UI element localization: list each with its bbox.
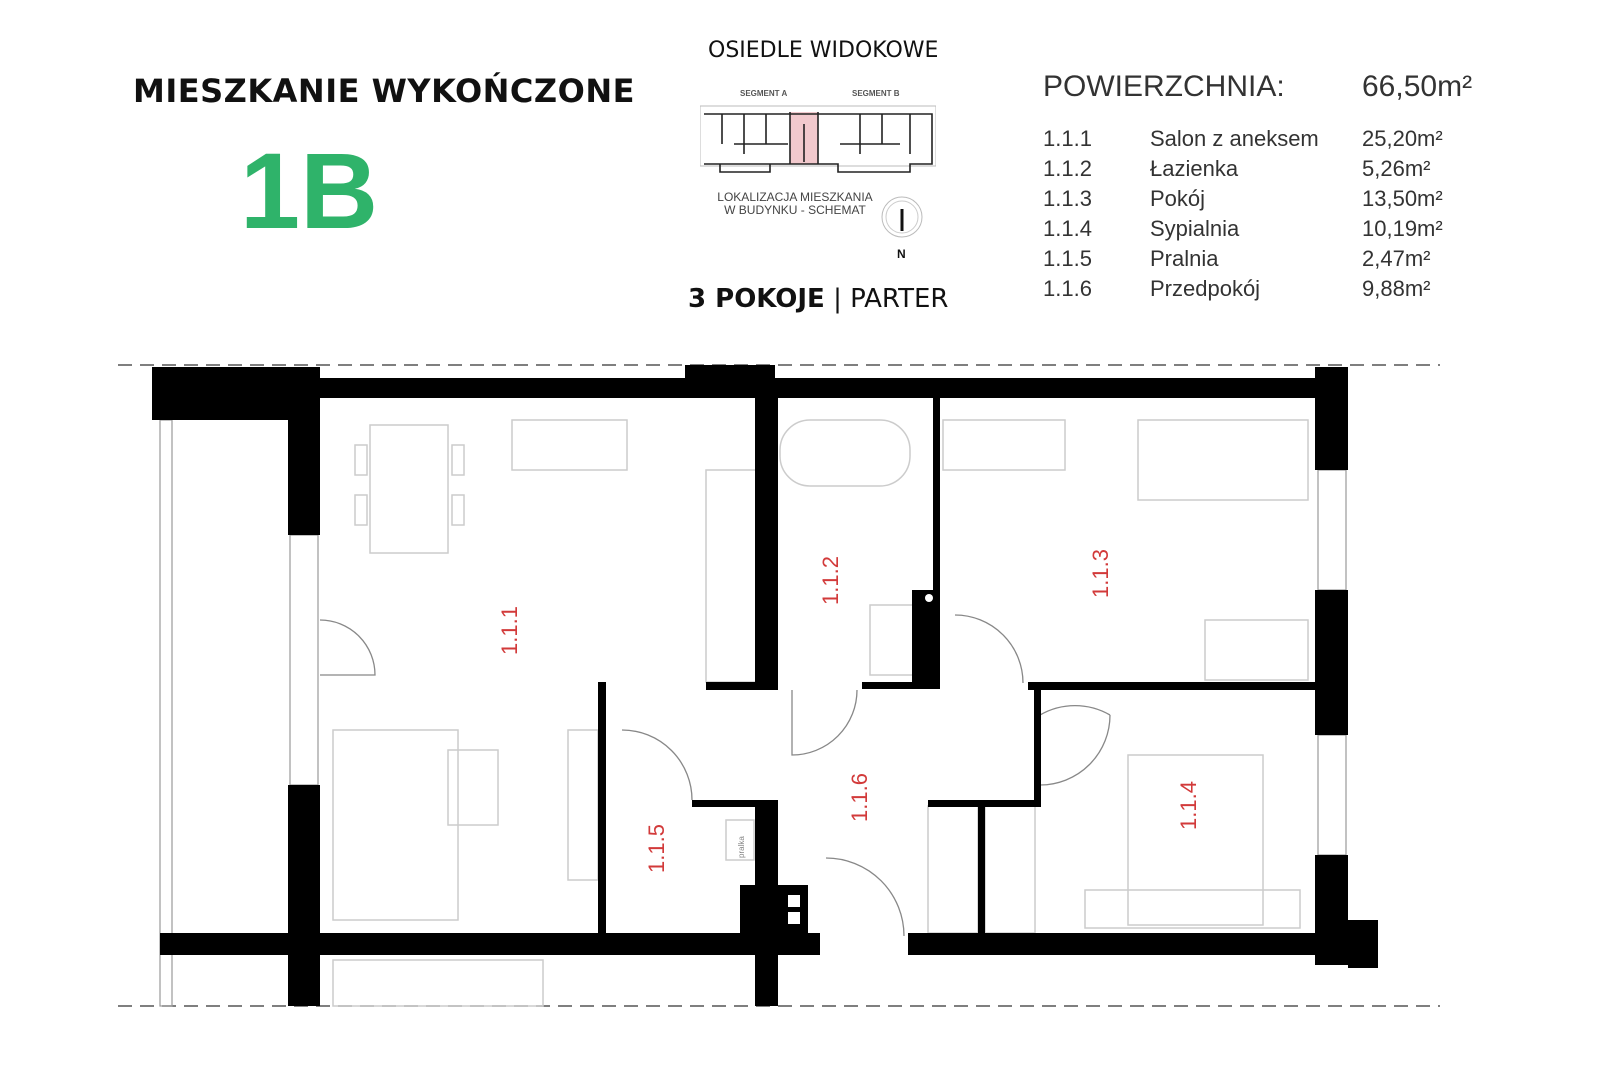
room-label-1-1-6: 1.1.6 [847,773,872,822]
room-number: 1.1.1 [1043,126,1092,151]
washer-label: pralka [737,836,746,858]
room-area: 9,88m² [1362,276,1431,301]
room-label-1-1-3: 1.1.3 [1088,549,1113,598]
room-name: Pralnia [1150,246,1219,271]
area-row: 1.1.2 Łazienka 5,26m² [1043,156,1503,186]
room-name: Łazienka [1150,156,1239,181]
room-area: 5,26m² [1362,156,1431,181]
location-line-2: W BUDYNKU - SCHEMAT [724,203,866,217]
north-label: N [897,247,906,261]
furniture [332,419,1309,1007]
windows [159,419,1347,1007]
compass-icon [881,196,923,238]
area-row: 1.1.1 Salon z aneksem 25,20m² [1043,126,1503,156]
building-schematic [700,105,936,173]
rooms-count: 3 POKOJE [688,284,825,314]
apartment-code: 1B [240,130,379,251]
room-area: 2,47m² [1362,246,1431,271]
room-area: 13,50m² [1362,186,1443,211]
area-row: 1.1.3 Pokój 13,50m² [1043,186,1503,216]
segment-b-label: SEGMENT B [852,89,900,98]
room-label-1-1-1: 1.1.1 [497,606,522,655]
page-title: MIESZKANIE WYKOŃCZONE [133,72,635,110]
room-number: 1.1.2 [1043,156,1092,181]
location-caption: LOKALIZACJA MIESZKANIA W BUDYNKU - SCHEM… [700,191,890,217]
room-name: Sypialnia [1150,216,1240,241]
separator: | [833,284,842,314]
area-row: 1.1.4 Sypialnia 10,19m² [1043,216,1503,246]
area-row: 1.1.5 Pralnia 2,47m² [1043,246,1503,276]
room-number: 1.1.3 [1043,186,1092,211]
walls [152,365,1378,1006]
room-area: 25,20m² [1362,126,1443,151]
room-name: Przedpokój [1150,276,1261,301]
room-number: 1.1.4 [1043,216,1092,241]
shafts [788,594,933,924]
room-label-1-1-4: 1.1.4 [1176,781,1201,830]
room-labels: 1.1.1 1.1.2 1.1.3 1.1.4 1.1.5 1.1.6 [497,549,1201,873]
room-label-1-1-5: 1.1.5 [644,824,669,873]
room-number: 1.1.5 [1043,246,1092,271]
area-title: POWIERZCHNIA: [1043,70,1285,103]
rooms-floor-info: 3 POKOJE | PARTER [688,284,948,314]
room-name: Pokój [1150,186,1206,211]
segment-a-label: SEGMENT A [740,89,788,98]
area-total: 66,50m² [1362,70,1473,103]
area-row: 1.1.6 Przedpokój 9,88m² [1043,276,1503,306]
room-number: 1.1.6 [1043,276,1092,301]
floor-label: PARTER [850,284,949,314]
building-outline-dashes [118,364,1440,1007]
location-line-1: LOKALIZACJA MIESZKANIA [717,190,873,204]
room-area: 10,19m² [1362,216,1443,241]
room-name: Salon z aneksem [1150,126,1319,151]
estate-name: OSIEDLE WIDOKOWE [708,38,939,63]
room-label-1-1-2: 1.1.2 [818,556,843,605]
door-swings [319,614,1111,937]
